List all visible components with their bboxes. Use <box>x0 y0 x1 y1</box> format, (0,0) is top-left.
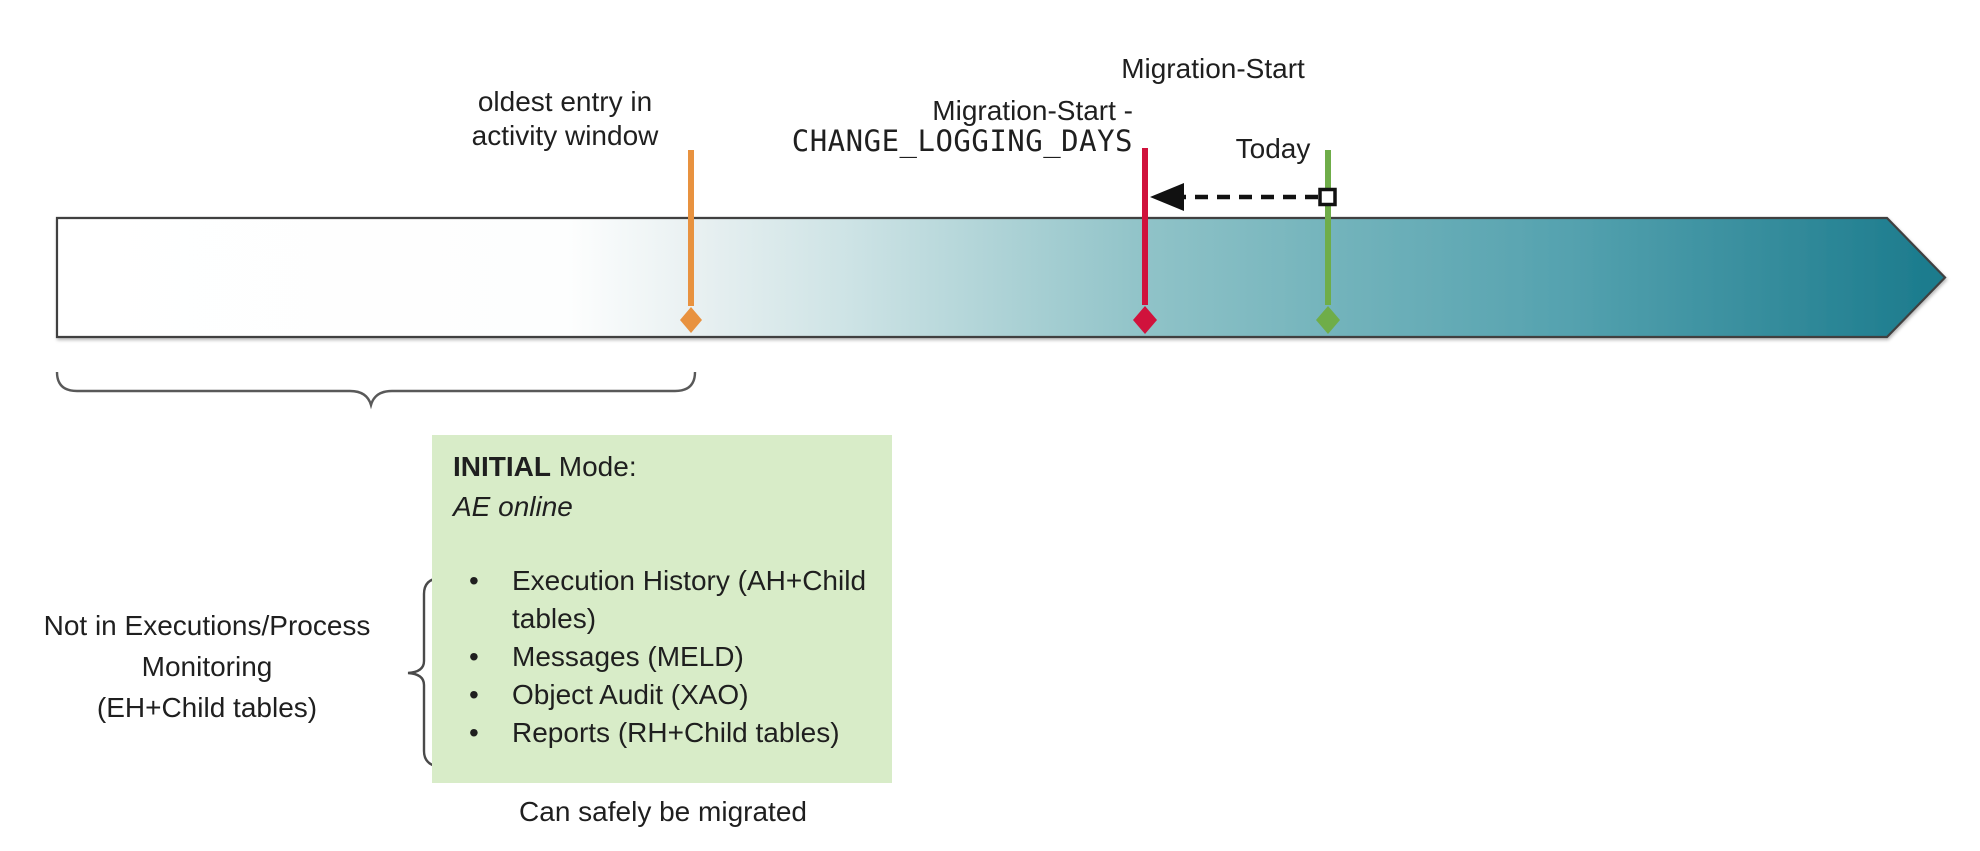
list-item-label: Messages (MELD) <box>512 641 744 672</box>
migration-start-top-label: Migration-Start <box>1121 53 1305 84</box>
bullet-icon: • <box>469 679 479 710</box>
migration-start-minus-label-line1: Migration-Start - <box>932 95 1133 126</box>
oldest-entry-marker-icon <box>680 150 702 333</box>
migratable-tables-list: • Execution History (AH+Child tables) • … <box>453 562 882 752</box>
timeline-arrow-bar <box>55 216 1947 339</box>
initial-mode-title-rest: Mode: <box>551 451 637 482</box>
oldest-entry-label: oldest entry in activity window <box>415 85 715 153</box>
list-item: • Execution History (AH+Child tables) <box>453 562 872 638</box>
today-label: Today <box>1235 133 1311 164</box>
list-item-label: Reports (RH+Child tables) <box>512 717 840 748</box>
oldest-entry-label-line1: oldest entry in <box>477 86 653 117</box>
not-in-executions-note-line1: Not in Executions/Process <box>43 610 371 641</box>
today-marker-icon <box>1316 150 1340 334</box>
list-item-label: Execution History (AH+Child tables) <box>512 565 867 634</box>
initial-mode-title: INITIAL Mode: <box>453 447 882 487</box>
initial-mode-box: INITIAL Mode: AE online • Execution Hist… <box>432 435 892 783</box>
bullet-icon: • <box>469 717 479 748</box>
not-migrated-brace-icon <box>407 576 441 769</box>
bullet-icon: • <box>469 565 479 596</box>
bullet-icon: • <box>469 641 479 672</box>
can-safely-be-migrated-caption: Can safely be migrated <box>519 796 807 827</box>
list-item: • Reports (RH+Child tables) <box>453 714 872 752</box>
not-in-executions-note-line3: (EH+Child tables) <box>96 692 318 723</box>
oldest-entry-label-line2: activity window <box>471 120 659 151</box>
migration-start-minus-marker-icon <box>1133 148 1157 334</box>
list-item: • Object Audit (XAO) <box>453 676 872 714</box>
migration-start-minus-label-line2: CHANGE_LOGGING_DAYS <box>791 124 1133 158</box>
initial-mode-title-bold: INITIAL <box>453 451 551 482</box>
not-in-executions-note: Not in Executions/Process Monitoring (EH… <box>17 605 397 728</box>
ae-online-subtitle: AE online <box>453 491 573 522</box>
migration-start-minus-label: Migration-Start - CHANGE_LOGGING_DAYS <box>783 95 1133 157</box>
activity-window-brace-icon <box>55 371 697 410</box>
not-in-executions-note-line2: Monitoring <box>141 651 273 682</box>
change-logging-days-arrow-icon <box>1150 183 1337 211</box>
list-item: • Messages (MELD) <box>453 638 872 676</box>
list-item-label: Object Audit (XAO) <box>512 679 749 710</box>
